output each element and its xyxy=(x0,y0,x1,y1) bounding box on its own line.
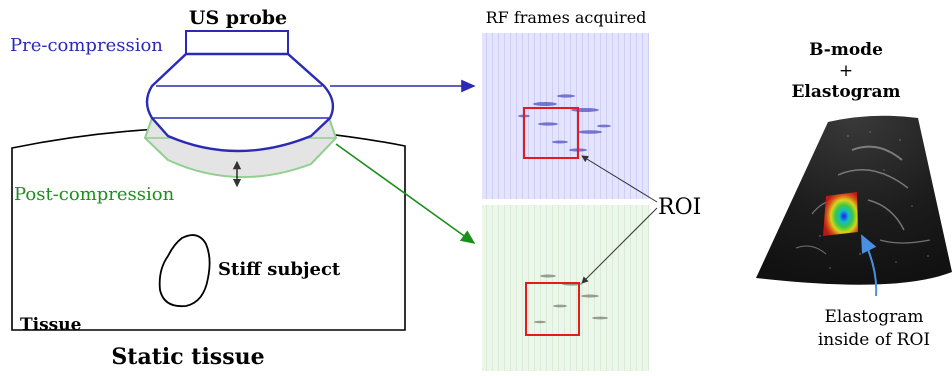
rf-frames-title: RF frames acquired xyxy=(486,8,647,27)
us-probe-label: US probe xyxy=(189,7,287,29)
stiff-subject-label: Stiff subject xyxy=(218,259,341,280)
elastogram-caption-line2: inside of ROI xyxy=(818,330,930,350)
elastogram-pointer-arrow xyxy=(861,234,878,297)
pre-compression-label: Pre-compression xyxy=(10,35,163,56)
tissue-label: Tissue xyxy=(20,315,82,335)
static-tissue-label: Static tissue xyxy=(111,344,264,370)
roi-label: ROI xyxy=(658,195,701,220)
rf-frame-pre xyxy=(482,33,649,199)
bmode-title-plus: + xyxy=(839,61,853,81)
elastogram-caption-line1: Elastogram xyxy=(824,307,923,327)
post-compression-arrow xyxy=(335,143,476,244)
roi-pointer-pre xyxy=(581,155,658,203)
bmode-title-line3: Elastogram xyxy=(791,82,900,102)
us-probe-shape xyxy=(145,30,335,153)
bmode-title-line1: B-mode xyxy=(809,40,883,60)
post-compression-label: Post-compression xyxy=(14,184,175,205)
bmode-ultrasound-image xyxy=(756,115,952,285)
roi-box-post xyxy=(525,282,580,336)
elastogram-overlay xyxy=(823,192,858,236)
roi-pointer-post xyxy=(581,207,658,284)
rf-frame-post xyxy=(482,205,649,371)
stiff-subject-shape xyxy=(158,234,211,308)
roi-box-pre xyxy=(523,107,579,159)
